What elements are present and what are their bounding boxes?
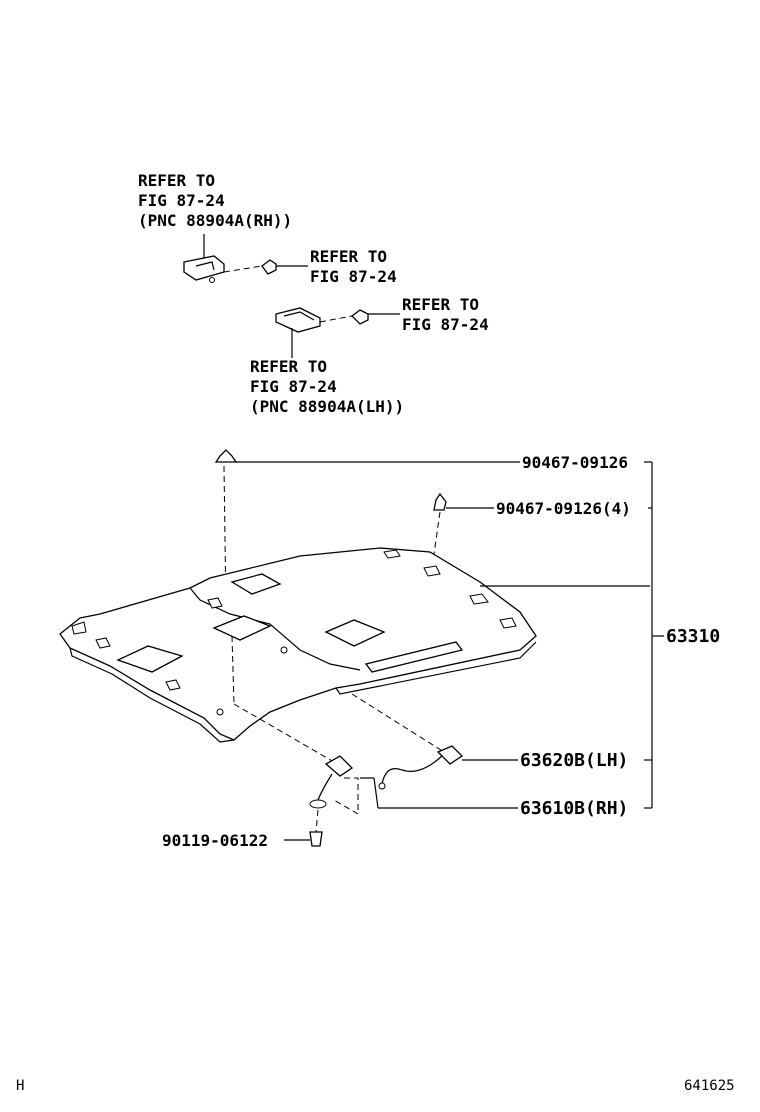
footer-figure-number: 641625 [684, 1078, 735, 1094]
ref-lh-line2: FIG 87-24 [250, 377, 337, 396]
bracket-63310: 63310 [644, 461, 720, 809]
ref-rh-line2: FIG 87-24 [138, 191, 225, 210]
ref-lh-bolt-line2: FIG 87-24 [402, 315, 489, 334]
headlining-panel [59, 547, 650, 743]
label-headlining: 63310 [666, 626, 720, 647]
ref-lh-line3: (PNC 88904A(LH)) [250, 397, 404, 416]
label-clip-top: 90467-09126 [522, 453, 628, 472]
ref-lh-line1: REFER TO [250, 357, 327, 376]
ref-rh-line1: REFER TO [138, 171, 215, 190]
label-screw: 90119-06122 [162, 831, 268, 850]
ref-rh-bolt-callout: REFER TO FIG 87-24 [310, 247, 397, 286]
label-clip-four: 90467-09126(4) [496, 499, 631, 518]
ref-rh-line3: (PNC 88904A(RH)) [138, 211, 292, 230]
label-lamp-rh: 63610B(RH) [520, 798, 628, 819]
label-lamp-lh: 63620B(LH) [520, 750, 628, 771]
footer-left-code: H [16, 1078, 24, 1094]
ref-rh-bolt-line2: FIG 87-24 [310, 267, 397, 286]
ref-lh-bolt-callout: REFER TO FIG 87-24 [402, 295, 489, 334]
screw: 90119-06122 [162, 809, 323, 850]
clip-top: 90467-09126 [214, 449, 628, 613]
ref-lh-sunvisor-callout: REFER TO FIG 87-24 (PNC 88904A(LH)) [250, 357, 404, 416]
rh-visor-holder [183, 234, 308, 283]
ref-rh-bolt-line1: REFER TO [310, 247, 387, 266]
map-lamp-rh: 63610B(RH) [231, 635, 628, 819]
lh-visor-holder [275, 307, 400, 358]
map-lamp-lh: 63620B(LH) [351, 693, 628, 790]
clip-four: 90467-09126(4) [431, 492, 631, 569]
ref-rh-sunvisor-callout: REFER TO FIG 87-24 (PNC 88904A(RH)) [138, 171, 292, 230]
ref-lh-bolt-line1: REFER TO [402, 295, 479, 314]
